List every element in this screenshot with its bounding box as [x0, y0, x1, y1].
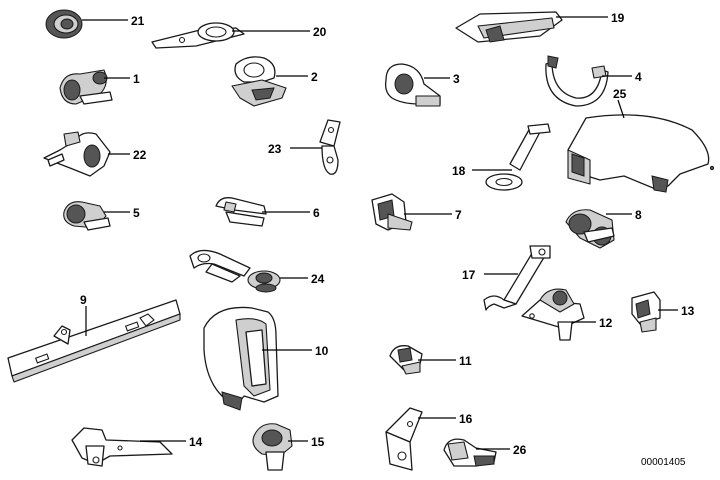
- part-9-mounting-plate: [7, 299, 181, 383]
- label-21: 21: [131, 14, 145, 28]
- part-23-angle-clip: [319, 119, 341, 175]
- part-6-fork-clip: [215, 197, 267, 227]
- part-8-cable-clamp: [565, 209, 615, 249]
- label-15: 15: [311, 435, 325, 449]
- part-7-box-clip: [371, 193, 413, 231]
- label-2: 2: [311, 70, 318, 84]
- label-12: 12: [599, 316, 613, 330]
- label-19: 19: [611, 11, 625, 25]
- part-5-small-clip: [63, 201, 111, 231]
- label-24: 24: [311, 272, 325, 286]
- part-15-grommet-clip: [252, 423, 293, 471]
- part-13-push-clip: [631, 291, 661, 333]
- part-4-strap-clip: [545, 55, 609, 107]
- part-17-fork-bracket: [483, 245, 551, 311]
- label-25: 25: [613, 87, 627, 101]
- label-20: 20: [313, 25, 327, 39]
- label-14: 14: [189, 435, 203, 449]
- part-18-eye-bracket: [485, 123, 551, 191]
- label-11: 11: [459, 354, 472, 368]
- label-7: 7: [455, 208, 462, 222]
- part-22-bracket-clip: [43, 131, 111, 177]
- label-1: 1: [133, 72, 140, 86]
- label-6: 6: [313, 206, 320, 220]
- label-9: 9: [80, 293, 87, 307]
- label-16: 16: [459, 412, 473, 426]
- label-3: 3: [453, 72, 460, 86]
- label-4: 4: [635, 70, 642, 84]
- leader-25: [617, 99, 625, 119]
- part-16-angle-bracket: [385, 407, 423, 471]
- label-22: 22: [133, 148, 147, 162]
- part-26-small-clip: [443, 438, 497, 467]
- part-12-bracket-clip: [521, 288, 585, 341]
- part-21-grommet: [45, 9, 83, 39]
- part-3-p-clip: [384, 63, 441, 107]
- label-17: 17: [462, 268, 476, 282]
- part-1-cable-clip: [59, 69, 113, 105]
- part-24-ring-strap: [189, 249, 281, 293]
- label-26: 26: [513, 443, 527, 457]
- label-5: 5: [133, 206, 140, 220]
- part-11-small-clip: [389, 345, 423, 375]
- part-2-twin-clip: [231, 56, 287, 107]
- part-10-boot-cover: [203, 306, 279, 411]
- part-25-cover: [567, 114, 715, 193]
- part-19-cable-holder: [455, 11, 563, 43]
- label-10: 10: [315, 344, 329, 358]
- diagram-code: 00001405: [641, 457, 686, 468]
- label-8: 8: [635, 208, 642, 222]
- label-18: 18: [452, 164, 466, 178]
- part-20-ring-bracket: [151, 22, 245, 49]
- part-14-flat-bracket: [71, 427, 173, 467]
- label-13: 13: [681, 304, 695, 318]
- label-23: 23: [268, 142, 282, 156]
